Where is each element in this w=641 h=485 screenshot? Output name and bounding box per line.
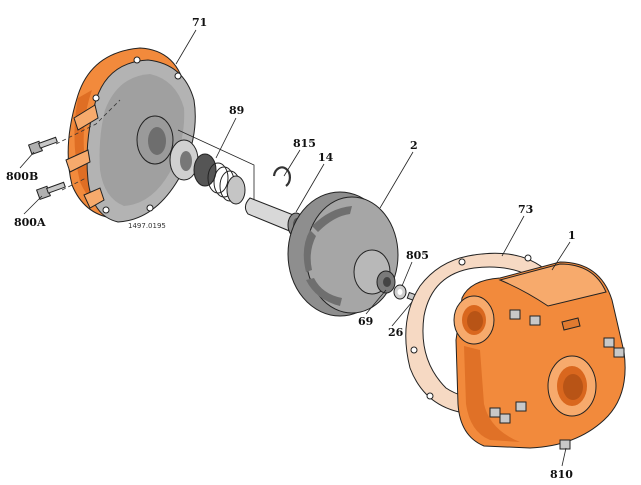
leader-800b — [19, 151, 35, 169]
seal-spring-1 — [207, 162, 229, 194]
casing-discharge-port-thread — [563, 374, 583, 400]
leader-89 — [215, 117, 237, 159]
callout-2: 2 — [410, 139, 418, 152]
callout-810: 810 — [550, 468, 573, 481]
callout-89: 89 — [229, 104, 244, 117]
bolt-800a — [35, 181, 66, 201]
adapter-hole-5 — [102, 206, 110, 214]
gasket-hole-1 — [458, 258, 466, 266]
callout-71: 71 — [192, 16, 207, 29]
bolt-800b-shank — [38, 136, 58, 149]
callout-800a: 800A — [14, 216, 46, 229]
callout-14: 14 — [318, 151, 334, 164]
leader-69 — [365, 289, 387, 315]
casing-nut-4 — [613, 347, 625, 358]
seal-bracket — [177, 129, 255, 205]
casing-top-flange — [498, 263, 607, 307]
part-2-impeller — [287, 191, 399, 317]
gasket-hole-2 — [524, 254, 532, 262]
callout-800b: 800B — [6, 170, 38, 183]
leader-14 — [295, 163, 325, 213]
casing-nut-8 — [559, 439, 571, 450]
leader-71 — [175, 29, 197, 65]
gasket-hole-4 — [426, 392, 434, 400]
part-815-retaining-ring — [272, 166, 292, 187]
casing-nut-5 — [489, 407, 501, 418]
leader-26 — [391, 301, 413, 327]
callout-labels: 71 89 815 14 2 73 1 800B 800A 805 69 26 … — [6, 16, 576, 481]
leader-lines — [19, 29, 571, 467]
part-71-adapter-plate — [65, 47, 196, 223]
callout-73: 73 — [518, 203, 533, 216]
impeller-vane-2 — [303, 230, 316, 272]
adapter-rib-3 — [83, 187, 105, 209]
bolt-800b — [27, 136, 58, 156]
leader-1 — [551, 241, 571, 271]
impeller-vane-3 — [306, 278, 342, 306]
callout-815: 815 — [293, 137, 316, 150]
adapter-bore-inner — [148, 127, 166, 155]
leader-810 — [561, 447, 567, 467]
leader-805 — [401, 261, 413, 287]
callout-26: 26 — [388, 326, 404, 339]
casing-nut-3 — [603, 337, 615, 348]
adapter-hole-1 — [133, 56, 141, 64]
leader-800a — [23, 195, 43, 215]
impeller-vane-1 — [312, 206, 352, 232]
seal-cap — [226, 175, 246, 205]
part-89-mechanical-seal — [169, 129, 255, 205]
casing-plug — [561, 317, 581, 331]
drawing-code: 1497.0195 — [128, 222, 166, 230]
callout-1: 1 — [568, 229, 576, 242]
seal-seat-bore — [180, 151, 192, 171]
casing-nut-1 — [509, 309, 521, 320]
casing-nut-7 — [499, 413, 511, 424]
adapter-rib-2 — [65, 149, 91, 173]
callout-805: 805 — [406, 249, 429, 262]
adapter-rib-1 — [73, 104, 99, 131]
impeller-hub-bore — [383, 277, 391, 287]
casing-shadow — [464, 346, 520, 442]
leader-815 — [283, 149, 301, 177]
gasket-hole-3 — [410, 346, 418, 354]
adapter-hole-2 — [174, 72, 182, 80]
part-1-pump-casing — [453, 261, 626, 450]
leader-73 — [501, 215, 525, 257]
callout-69: 69 — [358, 315, 373, 328]
bolt-dashed-guide-1 — [55, 99, 121, 145]
washer-hole — [397, 289, 403, 295]
seal-ring — [193, 153, 217, 187]
bolt-dashed-guide-2 — [61, 177, 87, 191]
leader-2 — [379, 151, 414, 209]
bolt-800a-shank — [46, 181, 66, 194]
casing-nut-2 — [529, 315, 541, 326]
adapter-hole-6 — [92, 94, 100, 102]
adapter-hole-4 — [146, 204, 154, 212]
casing-nut-6 — [515, 401, 527, 412]
casing-suction-port-thread — [467, 311, 483, 331]
